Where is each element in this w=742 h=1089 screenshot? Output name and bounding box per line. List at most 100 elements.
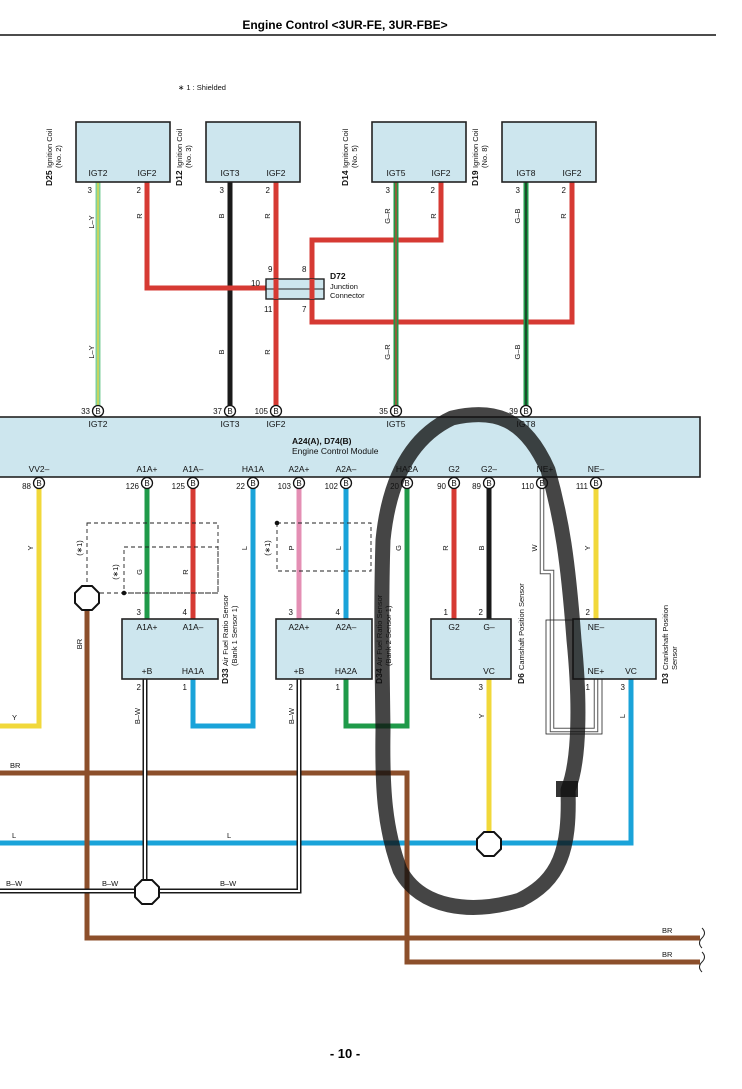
wire-label: G–B	[513, 208, 522, 223]
page-number: - 10 -	[330, 1046, 360, 1061]
coil-pin-label: IGF2	[432, 168, 451, 178]
component-sub: (No. 3)	[184, 145, 193, 168]
component-name: Junction	[330, 282, 358, 291]
ignition-coil-d19: IGT8 IGF2 3 2 D19 Ignition Coil (No. 8)	[470, 121, 597, 195]
pin-number: 8	[302, 265, 307, 274]
ecm-pin-name: A2A+	[288, 464, 309, 474]
sensor-pin-label: HA1A	[182, 666, 205, 676]
sensor-pin-label: VC	[625, 666, 637, 676]
ecm-pin-name: G2	[448, 464, 460, 474]
pin-number: 1	[444, 608, 449, 617]
svg-text:B: B	[451, 479, 456, 488]
ecm-pin-number: 125	[172, 482, 186, 491]
pin-number: 2	[586, 608, 591, 617]
ecm-pin-number: 22	[236, 482, 245, 491]
splice-points	[74, 585, 502, 905]
coil-pin-label: IGT8	[517, 168, 536, 178]
wire-label: R	[429, 213, 438, 219]
ecm-pin-number: 110	[521, 482, 534, 491]
ecm-pin-number: 37	[213, 407, 222, 416]
coil-pin-label: IGT5	[387, 168, 406, 178]
ecm-pin-number: 105	[255, 407, 269, 416]
pin-number: 2	[289, 683, 294, 692]
wire-bw-2-core	[145, 679, 300, 892]
splice-point	[74, 585, 100, 611]
component-name: Ignition Coil	[341, 128, 350, 168]
ecm-pin-number: 103	[278, 482, 292, 491]
sensor-pin-label: NE+	[588, 666, 605, 676]
svg-text:B: B	[95, 407, 100, 416]
component-code: D25	[44, 170, 54, 186]
connector-marker: B	[32, 476, 46, 490]
connector-marker: B	[140, 476, 154, 490]
shield-label: (∗1)	[75, 540, 84, 556]
svg-text:B: B	[523, 407, 528, 416]
ecm-pin-name: HA1A	[242, 464, 265, 474]
ecm-pin-number: 126	[126, 482, 140, 491]
af-sensor-d33: A1A+ A1A– +B HA1A 3 4 2 1 D33 Air Fuel R…	[121, 594, 239, 692]
ecm-pin-number: 35	[379, 407, 388, 416]
coil-pin-label: IGF2	[267, 168, 286, 178]
connector-marker: B	[292, 476, 306, 490]
coil-pin-label: IGF2	[563, 168, 582, 178]
pin-number: 2	[137, 186, 142, 195]
wire-label: P	[287, 545, 296, 550]
connector-marker: B	[339, 476, 353, 490]
marker-blot	[556, 781, 578, 797]
component-sub: (No. 5)	[350, 145, 359, 168]
ecm-pin-number: 111	[576, 482, 589, 491]
svg-text:B: B	[227, 407, 232, 416]
wire-label: BR	[662, 950, 673, 959]
component-name: Crankshaft Position	[661, 605, 670, 670]
connector-marker: B	[91, 404, 105, 418]
sensor-pin-label: NE–	[588, 622, 605, 632]
wire-bw-1-core	[0, 679, 146, 892]
component-code: D19	[470, 170, 480, 186]
sensor-pin-label: A2A+	[288, 622, 309, 632]
component-code: D14	[340, 170, 350, 186]
wire-bw-1	[0, 679, 148, 894]
connector-marker: B	[186, 476, 200, 490]
pin-number: 3	[88, 186, 93, 195]
wire-label: L	[12, 831, 16, 840]
pin-number: 1	[183, 683, 188, 692]
pin-number: 2	[562, 186, 567, 195]
pin-number: 3	[516, 186, 521, 195]
wire-label: L–Y	[87, 215, 96, 228]
junction-connector-d72: 9 8 10 11 7 D72 Junction Connector	[251, 265, 365, 314]
ecm-pin-name: A1A–	[183, 464, 204, 474]
component-code: D12	[174, 170, 184, 186]
ecm-pin-name: IGT2	[89, 419, 108, 429]
ecm-pin-number: 33	[81, 407, 90, 416]
component-code: D3	[660, 673, 670, 684]
splice-point	[134, 879, 160, 905]
ecm-pin-name: G2–	[481, 464, 497, 474]
svg-text:B: B	[36, 479, 41, 488]
component-name: Camshaft Position Sensor	[517, 583, 526, 670]
component-name: Ignition Coil	[45, 128, 54, 168]
connector-marker: B	[269, 404, 283, 418]
wire-label: B–W	[220, 879, 237, 888]
wire-w-ne-plus-core	[540, 486, 598, 732]
lower-wires	[0, 486, 700, 965]
wire-label: L	[227, 831, 231, 840]
ecm-name: Engine Control Module	[292, 446, 379, 456]
ecm-pin-number: 39	[509, 407, 518, 416]
coil-pin-label: IGT2	[89, 168, 108, 178]
ecm-pin-number: 88	[22, 482, 31, 491]
wire-label: R	[263, 349, 272, 355]
ecm-code: A24(A), D74(B)	[292, 436, 352, 446]
wire-label: B	[217, 349, 226, 354]
ecm-pin-name: IGT5	[387, 419, 406, 429]
shield-dashed-boxes: (∗1) (∗1) (∗1)	[75, 520, 372, 607]
pin-number: 1	[586, 683, 591, 692]
svg-text:B: B	[539, 479, 544, 488]
wire-label: R	[181, 569, 190, 575]
connector-marker: B	[246, 476, 260, 490]
wire-label: G–R	[383, 344, 392, 360]
ecm-pin-name: NE–	[588, 464, 605, 474]
pin-number: 11	[264, 305, 273, 314]
wire-label: BR	[10, 761, 21, 770]
component-name: Ignition Coil	[175, 128, 184, 168]
